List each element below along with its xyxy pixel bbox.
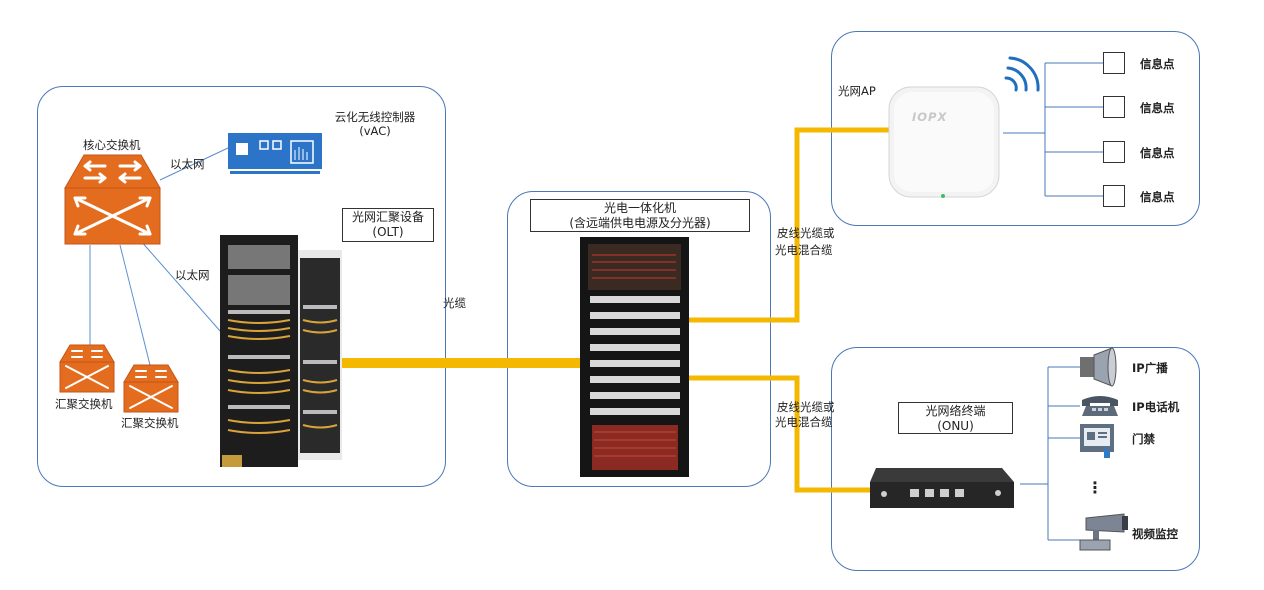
upper-cable-label-line1: 皮线光缆或 — [777, 226, 835, 240]
device-label-broadcast: IP广播 — [1132, 361, 1168, 375]
cabinet-label-line1: 光电一体化机 — [603, 201, 676, 215]
info-point-box-3 — [1103, 141, 1125, 163]
wireless-ap-icon — [888, 86, 1000, 198]
device-label-ip-phone: IP电话机 — [1132, 400, 1180, 414]
ethernet-label-2: 以太网 — [175, 268, 210, 282]
cabinet-label-box: 光电一体化机 (含远端供电电源及分光器) — [530, 199, 750, 232]
vac-label-line2: (vAC) — [359, 124, 391, 138]
onu-panel — [831, 347, 1200, 571]
device-label-cctv: 视频监控 — [1132, 527, 1178, 541]
ap-fanout-lines — [1003, 62, 1103, 197]
ethernet-links — [89, 147, 229, 366]
info-point-box-1 — [1103, 52, 1125, 74]
distribution-cabinet-icon — [580, 237, 689, 477]
agg-switch-1-label: 汇聚交换机 — [55, 397, 113, 411]
lower-cable-label-line2: 光电混合缆 — [775, 415, 833, 429]
core-switch-label: 核心交换机 — [83, 138, 141, 152]
onu-label-box: 光网络终端 (ONU) — [898, 402, 1013, 434]
ap-brand-logo: IOPX — [912, 110, 948, 124]
onu-label-line2: (ONU) — [937, 419, 974, 433]
broadcast-speaker-icon — [1080, 347, 1117, 387]
cctv-camera-icon — [1079, 513, 1128, 551]
device-ellipsis: ⋮ — [1087, 478, 1103, 497]
onu-device-icon — [870, 468, 1014, 508]
info-point-label-1: 信息点 — [1140, 57, 1175, 71]
olt-label-box: 光网汇聚设备 (OLT) — [342, 208, 434, 242]
info-point-label-4: 信息点 — [1140, 190, 1175, 204]
onu-label-line1: 光网络终端 — [925, 404, 986, 418]
fiber-trunk — [342, 358, 582, 368]
agg-switch-2-icon — [123, 364, 179, 413]
core-network-panel — [37, 86, 446, 487]
ip-phone-icon — [1082, 396, 1118, 416]
fiber-label: 光缆 — [443, 296, 466, 310]
olt-label-line2: (OLT) — [372, 225, 404, 239]
distribution-panel — [507, 191, 771, 487]
olt-label-line1: 光网汇聚设备 — [351, 210, 424, 224]
cabinet-label-line2: (含远端供电电源及分光器) — [569, 216, 711, 230]
vac-label-line1: 云化无线控制器 — [334, 110, 416, 124]
ap-label: 光网AP — [838, 84, 876, 98]
device-label-access-control: 门禁 — [1132, 432, 1155, 446]
lower-cable-label-line1: 皮线光缆或 — [777, 400, 835, 414]
vac-controller-icon — [228, 133, 322, 174]
info-point-label-3: 信息点 — [1140, 146, 1175, 160]
upper-cable-label-line2: 光电混合缆 — [775, 243, 833, 257]
agg-switch-2-label: 汇聚交换机 — [121, 416, 179, 430]
ethernet-label-1: 以太网 — [170, 157, 205, 171]
info-point-label-2: 信息点 — [1140, 101, 1175, 115]
core-switch-icon — [64, 154, 161, 245]
fiber-drop-links — [689, 127, 890, 493]
onu-fanout-lines — [1020, 366, 1080, 541]
agg-switch-1-icon — [59, 344, 115, 393]
info-point-box-4 — [1103, 185, 1125, 207]
access-control-icon — [1080, 424, 1114, 458]
wifi-signal-icon — [1004, 56, 1040, 92]
olt-rack-icon — [220, 235, 342, 467]
info-point-box-2 — [1103, 96, 1125, 118]
